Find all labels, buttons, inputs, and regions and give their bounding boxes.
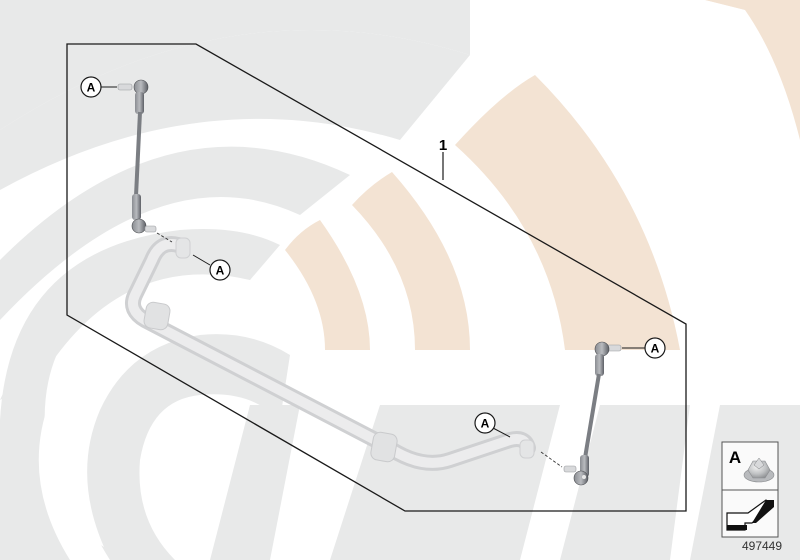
svg-text:A: A: [651, 342, 660, 356]
svg-text:A: A: [87, 81, 96, 95]
item-number-callout: 1: [439, 137, 447, 180]
stabilizer-link-left: [117, 79, 173, 243]
callout-a-1: A: [80, 76, 117, 98]
stabilizer-link-right: [540, 341, 622, 486]
callout-a-3: A: [622, 337, 666, 359]
svg-text:A: A: [216, 264, 225, 278]
svg-text:A: A: [481, 417, 490, 431]
kit-outline: [66, 43, 687, 512]
included-in-kit-arrow-icon: [726, 499, 774, 531]
callout-a-4: A: [474, 412, 511, 438]
image-id: 497449: [741, 539, 783, 553]
stabilizer-bar: [125, 236, 536, 471]
flange-nut-icon: [743, 457, 775, 483]
legend-box: A: [721, 441, 779, 538]
callout-a-2: A: [192, 254, 231, 281]
item-number: 1: [439, 137, 447, 154]
legend-letter: A: [729, 448, 741, 467]
